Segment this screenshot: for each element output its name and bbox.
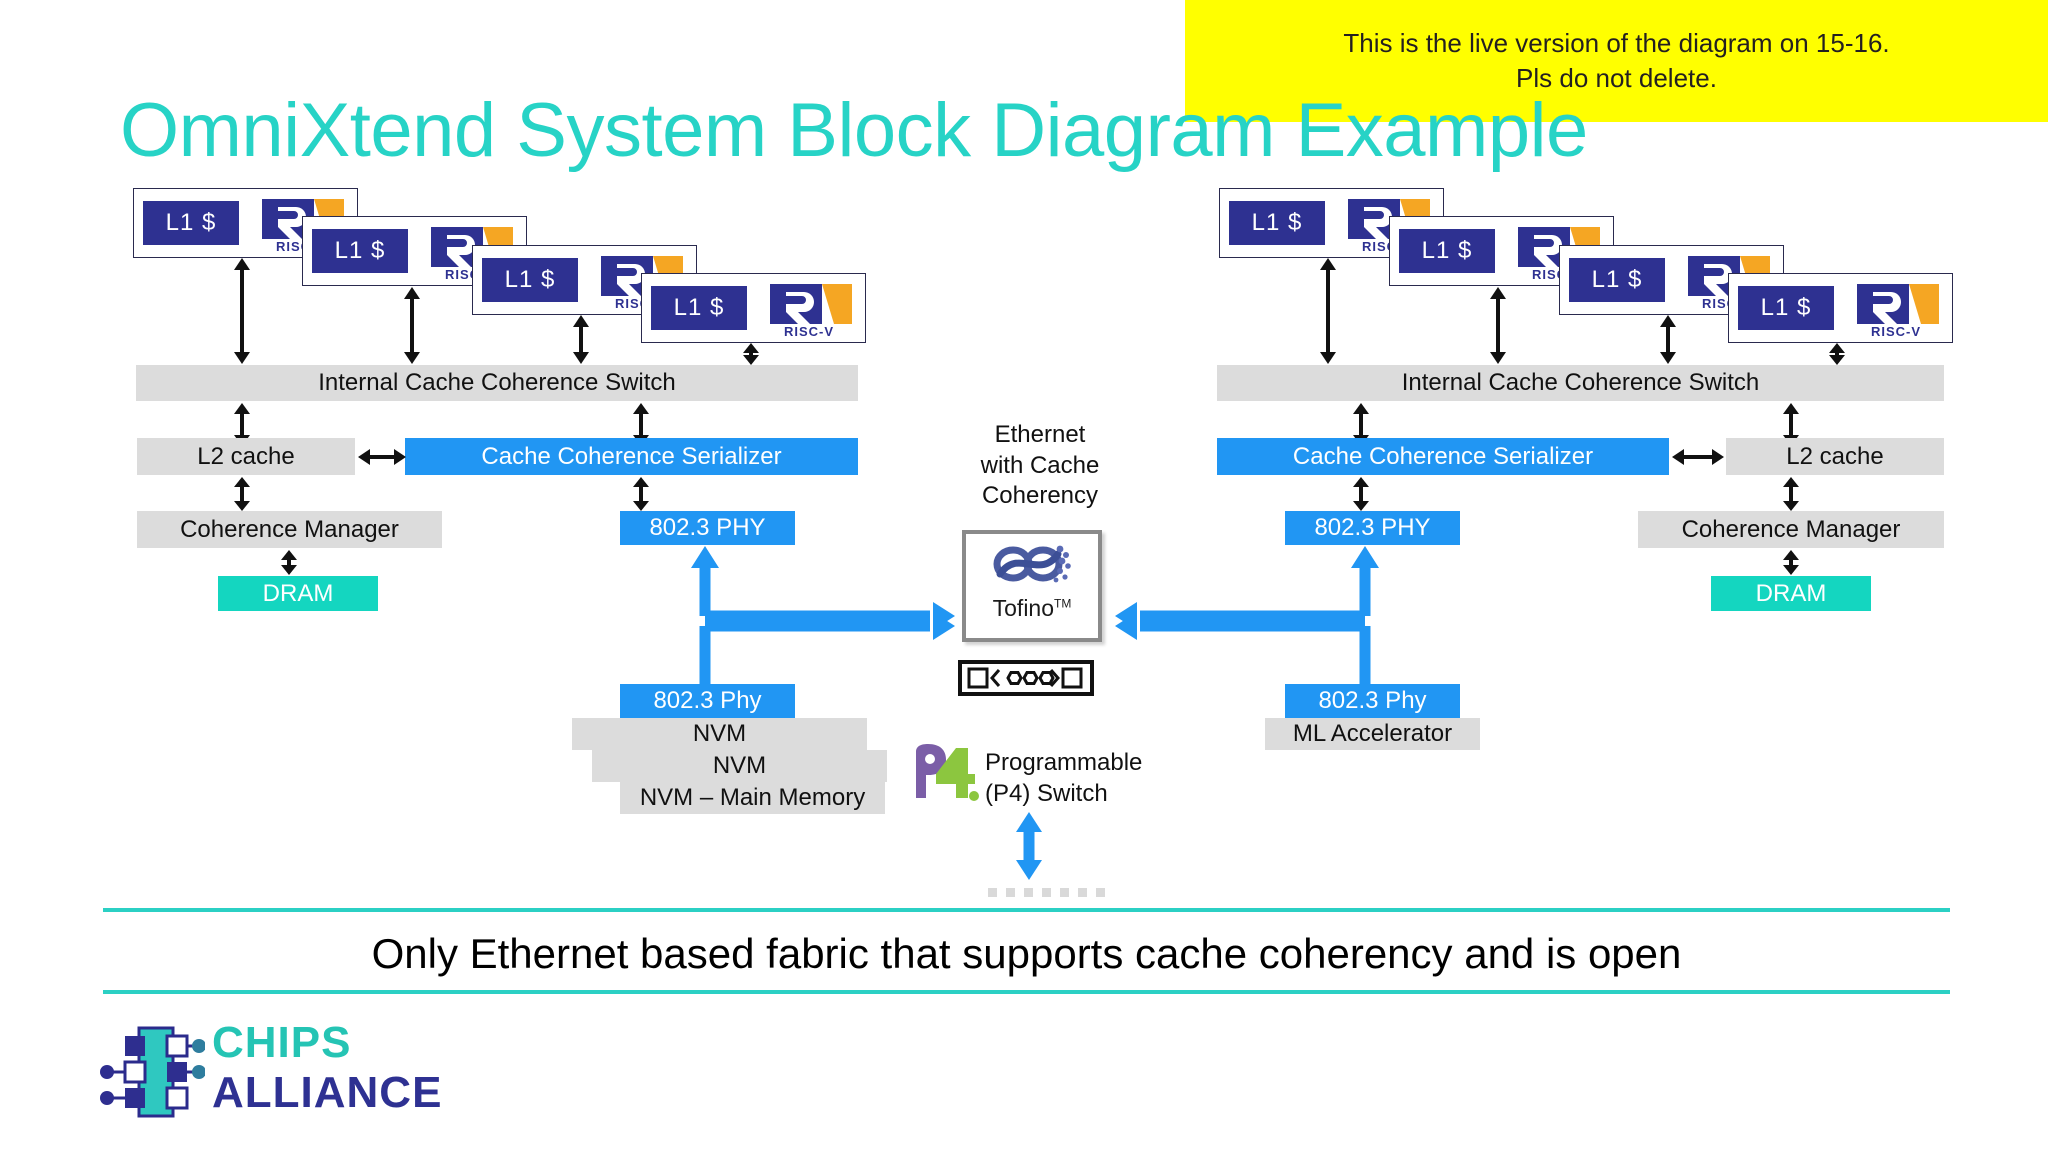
l2-serializer-arrow	[358, 446, 406, 468]
tofino-switch-node[interactable]: TofinoTM	[962, 530, 1102, 642]
footer-top-rule	[103, 908, 1950, 912]
core-switch-arrow	[1487, 287, 1509, 364]
phy-lower-block[interactable]: 802.3 Phy	[620, 684, 795, 718]
l1-cache-label: L1 $	[482, 258, 578, 302]
ml-accelerator-block[interactable]: ML Accelerator	[1265, 718, 1480, 750]
core-switch-arrow	[1317, 258, 1339, 364]
coherence-manager-block[interactable]: Coherence Manager	[137, 511, 442, 548]
network-port-icon	[958, 660, 1094, 696]
l1-cache-label: L1 $	[143, 201, 239, 245]
coherence-manager-dram-arrow	[1780, 550, 1802, 575]
p4-logo-icon	[910, 742, 980, 804]
footer-tagline: Only Ethernet based fabric that supports…	[371, 930, 1682, 977]
l1-cache-label: L1 $	[1738, 286, 1834, 330]
dram-block[interactable]: DRAM	[1711, 576, 1871, 611]
dotted-divider	[988, 888, 1105, 897]
l2-cache-block[interactable]: L2 cache	[1726, 438, 1944, 475]
l1-cache-label: L1 $	[651, 286, 747, 330]
l2-coherence-manager-arrow	[1780, 477, 1802, 511]
page-title: OmniXtend System Block Diagram Example	[120, 88, 1588, 173]
serializer-phy-arrow	[630, 477, 652, 511]
l2-cache-block[interactable]: L2 cache	[137, 438, 355, 475]
serializer-l2-arrow	[1672, 446, 1724, 468]
nvm-block[interactable]: NVM	[572, 718, 867, 750]
phy-upper-block[interactable]: 802.3 PHY	[620, 511, 795, 545]
footer-bottom-rule	[103, 990, 1950, 994]
coherence-manager-block[interactable]: Coherence Manager	[1638, 511, 1944, 548]
phy-lower-block[interactable]: 802.3 Phy	[1285, 684, 1460, 718]
cache-coherence-serializer-block[interactable]: Cache Coherence Serializer	[1217, 438, 1669, 475]
editor-note-banner: This is the live version of the diagram …	[1185, 0, 2048, 122]
core-switch-arrow	[570, 315, 592, 364]
core-switch-arrow	[401, 287, 423, 364]
alliance-wordmark: ALLIANCE	[212, 1068, 443, 1117]
internal-cache-coherence-switch[interactable]: Internal Cache Coherence Switch	[136, 365, 858, 401]
core-switch-arrow	[1657, 315, 1679, 364]
nvm-main-memory-block[interactable]: NVM – Main Memory	[620, 782, 885, 814]
internal-cache-coherence-switch[interactable]: Internal Cache Coherence Switch	[1217, 365, 1944, 401]
riscv-logo-icon: RISC-V	[764, 282, 860, 340]
nvm-block[interactable]: NVM	[592, 750, 887, 782]
riscv-logo-icon: RISC-V	[1851, 282, 1947, 340]
tofino-name-label: TofinoTM	[992, 595, 1072, 621]
riscv-core-card[interactable]: L1 $ RISC-V	[1559, 245, 1784, 315]
dram-block[interactable]: DRAM	[218, 576, 378, 611]
l1-cache-label: L1 $	[312, 229, 408, 273]
l1-cache-label: L1 $	[1229, 201, 1325, 245]
phy-upper-to-fabric-connector	[1110, 544, 1470, 630]
l1-cache-label: L1 $	[1399, 229, 1495, 273]
tofino-logo-icon	[990, 540, 1074, 593]
ethernet-fabric-label: Ethernet with Cache Coherency	[980, 421, 1100, 510]
riscv-core-card[interactable]: L1 $ RISC-V	[1728, 273, 1953, 343]
l1-cache-label: L1 $	[1569, 258, 1665, 302]
core-switch-arrow	[740, 343, 762, 365]
svg-text:RISC-V: RISC-V	[1871, 324, 1921, 339]
editor-note-line1: This is the live version of the diagram …	[1343, 27, 1890, 58]
p4-switch-label: Programmable (P4) Switch	[985, 749, 1143, 807]
svg-text:RISC-V: RISC-V	[784, 324, 834, 339]
core-switch-arrow	[231, 258, 253, 364]
editor-note-line2: Pls do not delete.	[1516, 63, 1717, 93]
p4-downlink-arrow	[1016, 812, 1042, 880]
cache-coherence-serializer-block[interactable]: Cache Coherence Serializer	[405, 438, 858, 475]
chip-icon	[95, 1022, 206, 1122]
chips-wordmark: CHIPS	[212, 1018, 352, 1067]
coherence-manager-dram-arrow	[278, 550, 300, 575]
core-switch-arrow	[1826, 343, 1848, 365]
serializer-phy-arrow	[1350, 477, 1372, 511]
l2-coherence-manager-arrow	[231, 477, 253, 511]
riscv-core-card[interactable]: L1 $ RISC-V	[641, 273, 866, 343]
phy-upper-to-fabric-connector	[600, 544, 960, 630]
phy-upper-block[interactable]: 802.3 PHY	[1285, 511, 1460, 545]
